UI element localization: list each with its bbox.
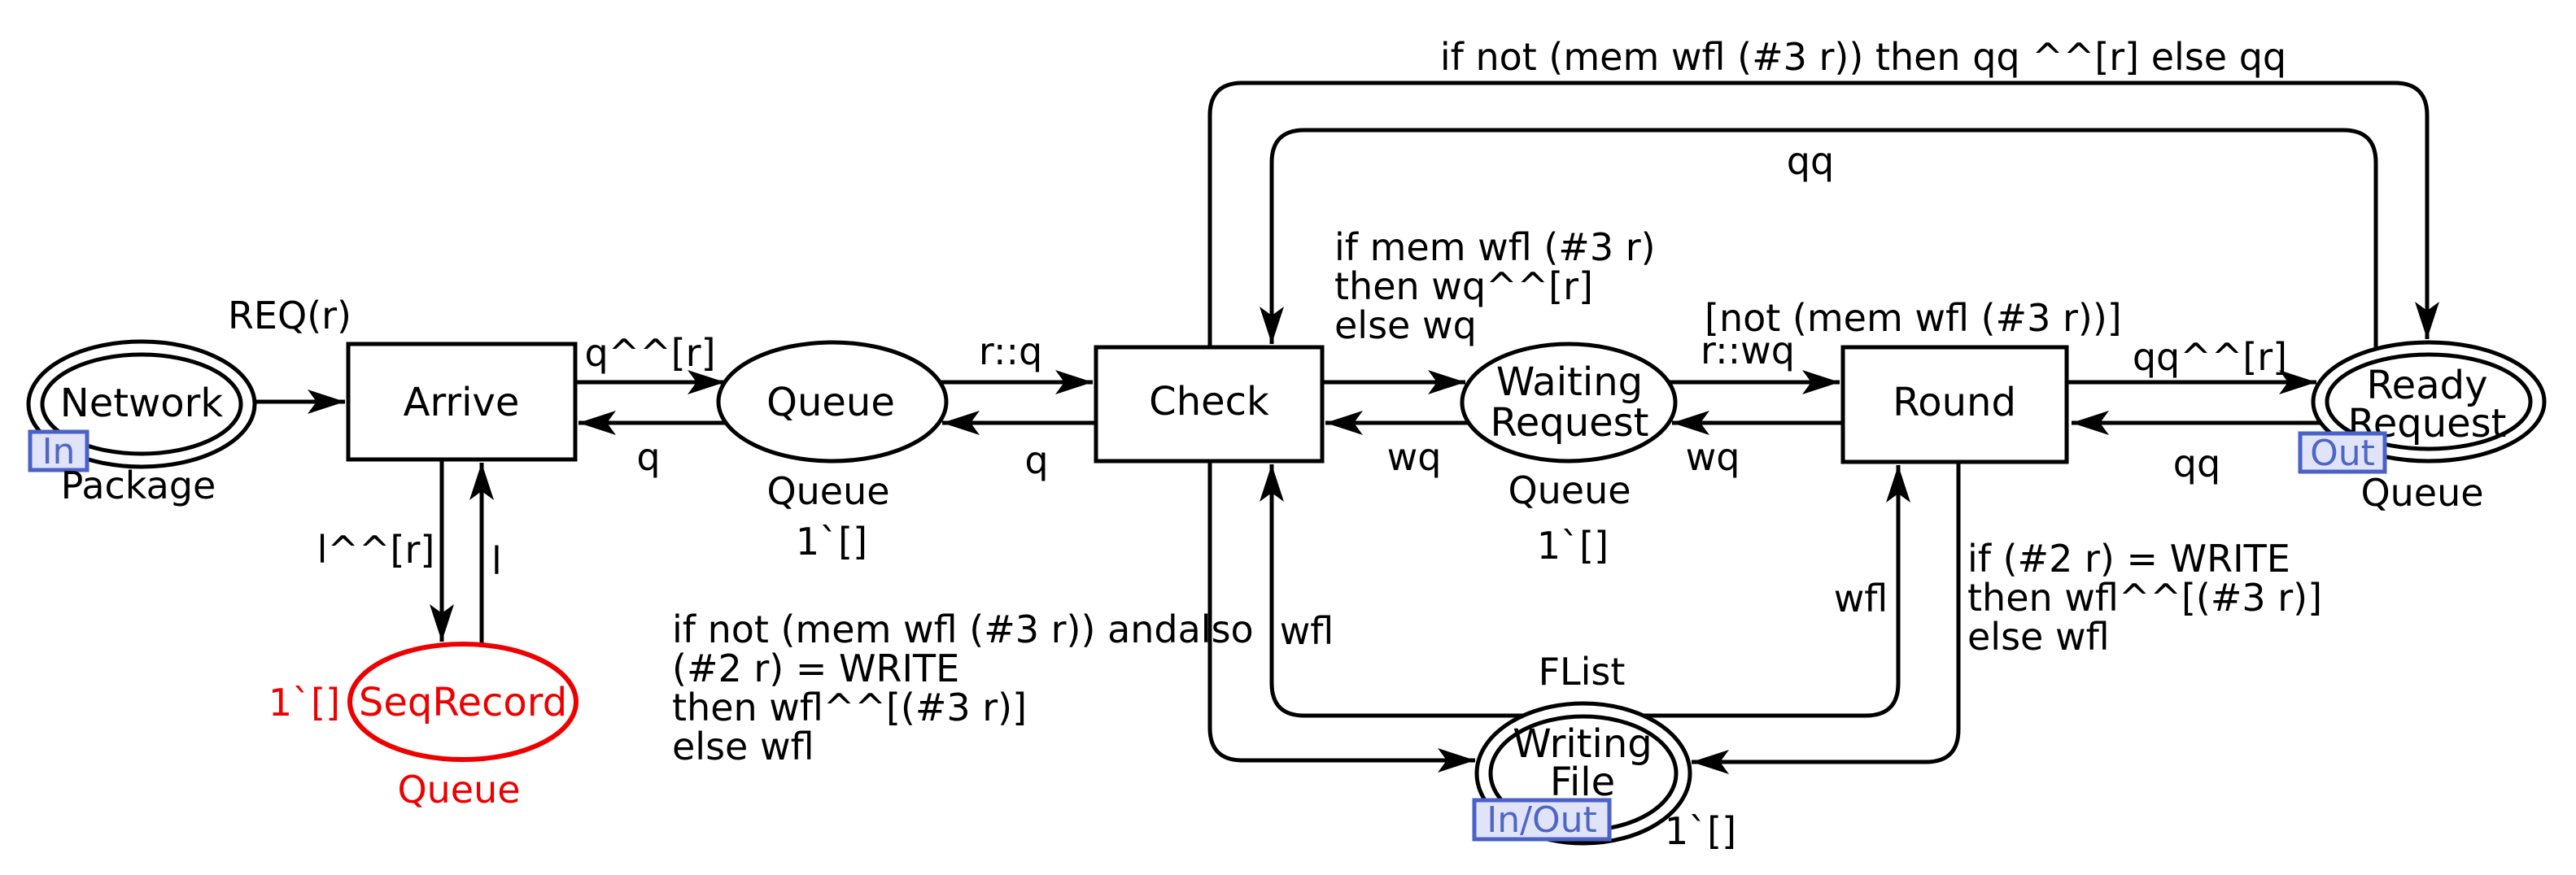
transition-arrive-name: Arrive — [404, 380, 520, 425]
transition-check[interactable]: Check — [1094, 345, 1325, 464]
place-network-name: Network — [60, 381, 224, 426]
transition-round-rect[interactable] — [1840, 345, 2069, 464]
place-writing-file-name-line1: Writing — [1513, 721, 1652, 767]
transition-arrive-rect[interactable] — [346, 342, 578, 462]
arc-check-to-ready-top[interactable] — [1207, 81, 2439, 347]
inscription-wq-if-line1: if mem wfl (#3 r) — [1334, 225, 1656, 269]
port-tag-inout[interactable]: In/Out — [1472, 798, 1612, 842]
place-waiting-request-name-line2: Request — [1491, 400, 1649, 446]
inscription-wfl-check-if-line4: else wfl — [672, 725, 814, 768]
place-ready-request-name-line1: Ready — [2366, 363, 2487, 408]
inscription-wfl-round-if-line1: if (#2 r) = WRITE — [1967, 537, 2290, 581]
inscription-l-out[interactable]: l^^[r] — [317, 528, 435, 572]
inscription-wq-in[interactable]: wq — [1686, 435, 1740, 479]
place-queue-ellipse[interactable] — [716, 340, 949, 464]
transition-round-name: Round — [1893, 380, 2016, 425]
inscription-wfl-to-round[interactable]: wfl — [1834, 577, 1888, 620]
place-waiting-request-type[interactable]: Queue — [1508, 468, 1631, 512]
place-ready-request-type[interactable]: Queue — [2360, 471, 2483, 515]
place-writing-file-name-line2: File — [1550, 760, 1615, 805]
inscription-req[interactable]: REQ(r) — [228, 294, 351, 337]
place-seqrecord-type[interactable]: Queue — [397, 768, 520, 812]
inscription-wfl-to-check[interactable]: wfl — [1280, 609, 1334, 653]
inscription-wfl-check-if-line3: then wfl^^[(#3 r)] — [672, 686, 1027, 729]
arc-round-to-writingfile[interactable] — [1692, 462, 1961, 774]
inscription-qq-out[interactable]: qq^^[r] — [2133, 335, 2287, 379]
inscription-qq-back[interactable]: qq — [2173, 442, 2220, 485]
place-queue-type[interactable]: Queue — [766, 469, 889, 513]
place-network-type[interactable]: Package — [61, 464, 216, 507]
port-tag-inout-box[interactable] — [1472, 798, 1612, 842]
inscription-wfl-round-if-line3: else wfl — [1967, 615, 2110, 659]
place-seqrecord[interactable]: SeqRecord — [347, 642, 579, 762]
place-waiting-request[interactable]: Waiting Request — [1460, 342, 1678, 464]
port-tag-in-box[interactable] — [28, 429, 90, 472]
inscription-wq-if-line3: else wq — [1334, 303, 1477, 347]
inscription-qq-top[interactable]: qq — [1787, 139, 1834, 183]
place-queue-name: Queue — [766, 380, 895, 425]
place-queue-marking[interactable]: 1`[] — [796, 520, 867, 564]
arcs — [255, 81, 2439, 774]
inscription-wfl-check-if[interactable]: if not (mem wfl (#3 r)) andalso (#2 r) =… — [672, 607, 1254, 768]
place-seqrecord-name: SeqRecord — [359, 680, 567, 725]
transition-arrive[interactable]: Arrive — [346, 342, 578, 462]
place-writing-file-type[interactable]: FList — [1539, 650, 1626, 694]
place-network-inner-ellipse — [40, 352, 243, 456]
place-ready-request-inner-ellipse — [2325, 352, 2533, 451]
transition-round[interactable]: Round [not (mem wfl (#3 r))] — [1705, 296, 2122, 464]
port-tag-in-label: In — [42, 431, 76, 472]
arc-check-to-writingfile[interactable] — [1207, 461, 1475, 773]
arc-writingfile-to-round[interactable] — [1643, 465, 1910, 718]
transition-check-name: Check — [1149, 379, 1269, 424]
transition-check-rect[interactable] — [1094, 345, 1325, 464]
arc-ready-to-check-top[interactable] — [1260, 128, 2378, 349]
place-waiting-request-marking[interactable]: 1`[] — [1537, 524, 1609, 568]
port-tag-inout-label: In/Out — [1487, 799, 1596, 841]
inscription-q-out[interactable]: q^^[r] — [584, 331, 715, 375]
inscription-top-if[interactable]: if not (mem wfl (#3 r)) then qq ^^[r] el… — [1440, 35, 2286, 79]
place-network[interactable]: Network — [26, 339, 257, 469]
transition-round-guard[interactable]: [not (mem wfl (#3 r))] — [1705, 296, 2122, 340]
inscription-wfl-round-if[interactable]: if (#2 r) = WRITE then wfl^^[(#3 r)] els… — [1967, 537, 2322, 659]
inscription-wfl-round-if-line2: then wfl^^[(#3 r)] — [1967, 576, 2322, 620]
inscription-wq-if[interactable]: if mem wfl (#3 r) then wq^^[r] else wq — [1334, 225, 1656, 347]
inscription-q-back[interactable]: q — [1024, 438, 1048, 482]
inscription-rwq[interactable]: r::wq — [1701, 329, 1795, 372]
place-waiting-request-ellipse[interactable] — [1460, 342, 1678, 464]
place-seqrecord-ellipse[interactable] — [347, 642, 579, 762]
inscription-l-in[interactable]: l — [491, 539, 502, 583]
port-tag-out-label: Out — [2310, 433, 2375, 474]
place-seqrecord-marking[interactable]: 1`[] — [269, 681, 340, 725]
port-tag-out-box[interactable] — [2298, 431, 2387, 474]
inscription-q-in[interactable]: q — [636, 435, 660, 479]
inscription-rq[interactable]: r::q — [979, 329, 1042, 373]
arc-writingfile-to-check[interactable] — [1260, 464, 1524, 718]
inscription-wfl-check-if-line2: (#2 r) = WRITE — [672, 646, 959, 690]
inscription-wfl-check-if-line1: if not (mem wfl (#3 r)) andalso — [672, 607, 1254, 651]
inscription-wq-if-line2: then wq^^[r] — [1334, 264, 1593, 308]
port-tag-in[interactable]: In — [28, 429, 90, 472]
place-waiting-request-name-line1: Waiting — [1496, 359, 1643, 405]
port-tag-out[interactable]: Out — [2298, 431, 2387, 474]
place-queue[interactable]: Queue — [716, 340, 949, 464]
inscription-wq-back[interactable]: wq — [1387, 435, 1442, 479]
place-writing-file-marking[interactable]: 1`[] — [1665, 809, 1736, 853]
